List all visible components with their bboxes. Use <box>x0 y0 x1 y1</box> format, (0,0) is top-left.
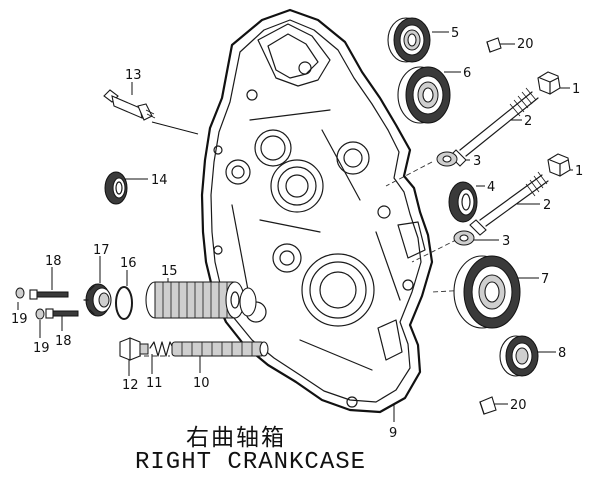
oil-seal-4 <box>448 181 478 223</box>
bolt-cap-lower <box>547 153 571 177</box>
diagram-title-chinese: 右曲轴箱 <box>186 425 286 451</box>
dowel-pin-upper <box>486 37 502 53</box>
label-20a: 20 <box>517 37 534 52</box>
label-1a: 1 <box>572 82 580 97</box>
part-number-labels: 1 1 2 2 3 3 4 5 6 7 8 9 10 11 12 13 14 1… <box>11 26 583 441</box>
label-2b: 2 <box>543 198 551 213</box>
stud-lower <box>469 171 549 236</box>
label-15: 15 <box>161 264 178 279</box>
label-1b: 1 <box>575 164 583 179</box>
bolt-cap-upper <box>537 71 561 95</box>
label-7: 7 <box>541 272 549 287</box>
bolt-18-upper <box>29 289 69 300</box>
label-4: 4 <box>487 180 495 195</box>
o-ring-16 <box>115 286 133 320</box>
diagram-title-english: RIGHT CRANKCASE <box>135 449 367 476</box>
alignment-dashes <box>120 161 471 357</box>
bearing-8 <box>499 335 539 377</box>
label-11: 11 <box>146 376 163 391</box>
label-8: 8 <box>558 346 566 361</box>
label-10: 10 <box>193 376 210 391</box>
label-3b: 3 <box>502 234 510 249</box>
label-14: 14 <box>151 173 168 188</box>
label-12: 12 <box>122 378 139 393</box>
right-crankcase-body <box>200 8 434 414</box>
dowel-pin-lower <box>479 396 497 415</box>
drain-plug-12 <box>119 337 149 361</box>
label-16: 16 <box>120 256 137 271</box>
label-6: 6 <box>463 66 471 81</box>
label-13: 13 <box>125 68 142 83</box>
bearing-7 <box>453 255 521 329</box>
oil-filter-15 <box>145 281 257 319</box>
label-20b: 20 <box>510 398 527 413</box>
washer-19-upper <box>15 287 25 299</box>
fitting-13 <box>103 89 156 121</box>
washer-19-lower <box>35 308 45 320</box>
label-19b: 19 <box>33 341 50 356</box>
label-19a: 19 <box>11 312 28 327</box>
washer-lower <box>453 230 475 246</box>
label-2a: 2 <box>524 114 532 129</box>
label-17: 17 <box>93 243 110 258</box>
label-18b: 18 <box>55 334 72 349</box>
filter-cap-17 <box>83 283 112 317</box>
bolt-18-lower <box>45 308 79 319</box>
label-3a: 3 <box>473 154 481 169</box>
spring-11 <box>149 341 175 357</box>
seal-14 <box>104 171 128 205</box>
bearing-6 <box>397 66 451 124</box>
label-5: 5 <box>451 26 459 41</box>
strainer-10 <box>171 341 269 357</box>
label-9: 9 <box>389 426 397 441</box>
washer-upper <box>436 151 458 167</box>
bearing-5 <box>387 17 431 63</box>
label-18a: 18 <box>45 254 62 269</box>
